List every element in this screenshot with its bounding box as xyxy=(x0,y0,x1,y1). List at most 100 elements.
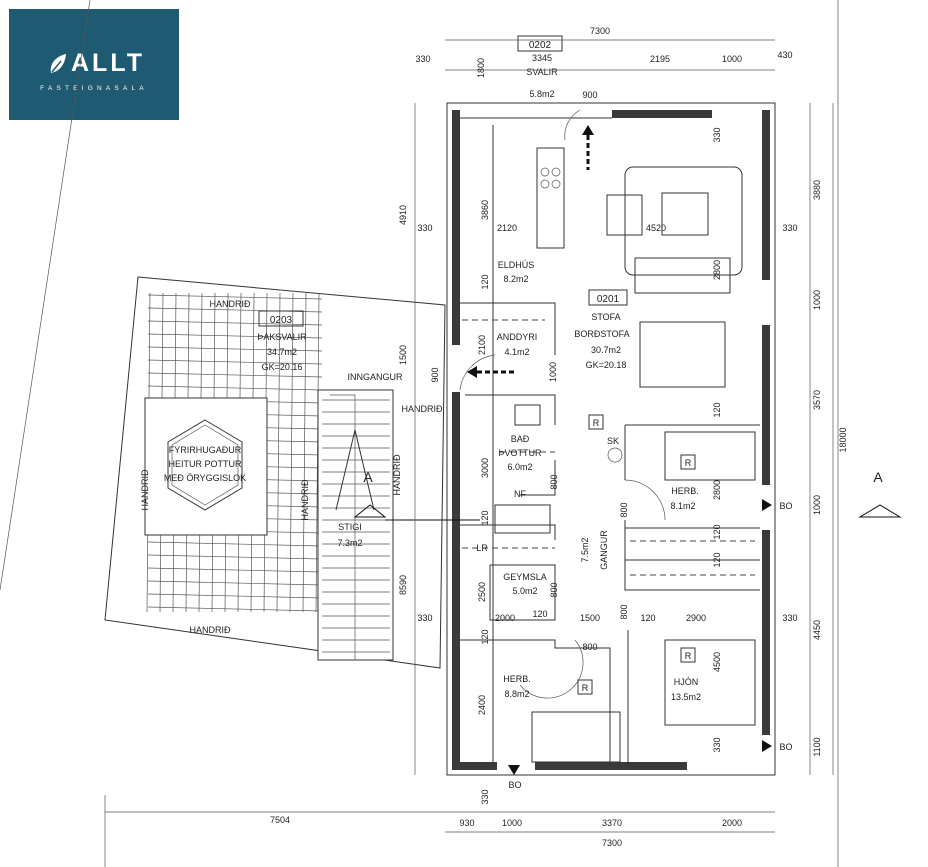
dimension-label: 2900 xyxy=(686,613,706,623)
dimension-label: 3370 xyxy=(602,818,622,828)
room-name-stigi: STIGI xyxy=(338,522,362,532)
dimension-label: 7504 xyxy=(270,815,290,825)
room-area-bad: 6.0m2 xyxy=(507,462,532,472)
grid-line xyxy=(147,385,323,391)
room-name-hjon: HJÓN xyxy=(674,677,699,687)
label-lr: LR xyxy=(476,543,488,553)
room-name-bad: BAÐ xyxy=(511,434,530,444)
dimension-label: 330 xyxy=(712,737,722,752)
dimension-label: 1000 xyxy=(812,495,822,515)
arrow-left-icon xyxy=(467,366,477,378)
room-area-stigi: 7.3m2 xyxy=(337,538,362,548)
hot-tub xyxy=(167,419,243,511)
label-bo-2: BO xyxy=(779,742,792,752)
dimension-label: 2400 xyxy=(477,695,487,715)
dimension-label: 1000 xyxy=(722,54,742,64)
dimension-label: 8590 xyxy=(398,575,408,595)
dimension-label: 120 xyxy=(480,274,490,289)
agency-logo: ALLT FASTEIGNASALA xyxy=(9,9,179,120)
sink xyxy=(514,404,541,426)
dimension-label: 2800 xyxy=(712,260,722,280)
hot-tub-line1: FYRIRHUGAÐUR xyxy=(169,445,242,455)
dimension-label: 1500 xyxy=(580,613,600,623)
dimension-lines xyxy=(105,39,834,833)
label-handrid-top: HANDRIÐ xyxy=(209,299,251,309)
arrow-right-icon xyxy=(762,740,772,752)
dimension-label: 120 xyxy=(712,524,722,539)
radiator-label: R xyxy=(685,651,692,661)
rug xyxy=(624,166,743,276)
room-area-thaksvalir: 34.7m2 xyxy=(267,347,297,357)
washer xyxy=(494,504,551,534)
room-area-stofa: 30.7m2 xyxy=(591,345,621,355)
dimension-label: 2500 xyxy=(477,582,487,602)
dimension-label: 800 xyxy=(619,502,629,517)
room-area-hjon: 13.5m2 xyxy=(671,692,701,702)
site-lines xyxy=(0,0,839,867)
dimension-label: 1100 xyxy=(812,737,822,756)
room-name-geymsla: GEYMSLA xyxy=(503,572,547,582)
room-id-svalir: 0202 xyxy=(529,40,552,51)
section-label-right: A xyxy=(873,469,883,485)
dimension-label: 330 xyxy=(417,223,432,233)
arrow-down-icon xyxy=(508,765,520,775)
kitchen-island xyxy=(536,147,565,249)
dimension-label: 3880 xyxy=(812,180,822,200)
arrow-right-icon xyxy=(762,499,772,511)
section-marker-left xyxy=(353,504,387,518)
bed-herb1 xyxy=(664,431,756,481)
armchair xyxy=(606,194,643,236)
room-name-herb2: HERB. xyxy=(503,674,531,684)
grid-line xyxy=(147,541,323,547)
leaf-icon xyxy=(50,54,66,73)
section-marker-right xyxy=(858,504,902,518)
label-handrid-stairs: HANDRIÐ xyxy=(392,454,402,496)
room-name-svalir: SVALIR xyxy=(526,67,558,77)
svalir-width: 3345 xyxy=(532,53,552,63)
dimension-label: 800 xyxy=(619,604,629,619)
sofa xyxy=(634,257,731,294)
dimension-label: 2195 xyxy=(650,54,670,64)
dimension-label: 2100 xyxy=(477,335,487,355)
grid-line xyxy=(147,294,323,300)
label-sk: SK xyxy=(607,436,619,446)
grid-line xyxy=(147,593,323,599)
room-id-stofa: 0201 xyxy=(597,294,620,305)
room-name-herb1: HERB. xyxy=(671,486,699,496)
label-bo-1: BO xyxy=(779,501,792,511)
dimension-label: 930 xyxy=(459,818,474,828)
room-name-thvottur: ÞVOTTUR xyxy=(498,448,542,458)
dimension-label: 800 xyxy=(549,474,559,489)
room-id-thaksvalir: 0203 xyxy=(270,315,293,326)
logo-subtitle: FASTEIGNASALA xyxy=(40,85,148,92)
dining-table xyxy=(639,321,726,388)
dimension-label: 4450 xyxy=(812,620,822,640)
bed-hjon xyxy=(664,639,756,726)
room-name-stofa: STOFA xyxy=(591,312,620,322)
dimension-label: 330 xyxy=(480,789,490,804)
room-area-herb2: 8.8m2 xyxy=(504,689,529,699)
room-name-thaksvalir: ÞAKSVALIR xyxy=(257,332,307,342)
arrow-up-icon xyxy=(582,125,594,135)
dimension-label: 120 xyxy=(480,510,490,525)
logo-name: ALLT xyxy=(71,49,146,77)
grid-line xyxy=(147,580,323,586)
dimension-label: 120 xyxy=(712,552,722,567)
dimension-label: 330 xyxy=(712,127,722,142)
dimension-label: 800 xyxy=(582,642,597,652)
room-name-eldhus: ELDHÚS xyxy=(498,260,535,270)
dimension-label: 2120 xyxy=(497,223,517,233)
grid-line xyxy=(147,554,323,560)
label-handrid-left: HANDRIÐ xyxy=(140,469,150,511)
room-gk-stofa: GK=20.18 xyxy=(586,360,627,370)
hot-tub-line2: HEITUR POTTUR xyxy=(169,459,242,469)
grid-line xyxy=(147,333,323,339)
room-name-anddyri: ANDDYRI xyxy=(497,332,538,342)
bed-herb2 xyxy=(531,711,621,763)
dimension-label: 4520 xyxy=(646,223,666,233)
dimension-label: 3570 xyxy=(812,390,822,410)
dimension-label: 120 xyxy=(532,609,547,619)
coffee-table xyxy=(661,192,709,236)
walls xyxy=(446,102,776,776)
